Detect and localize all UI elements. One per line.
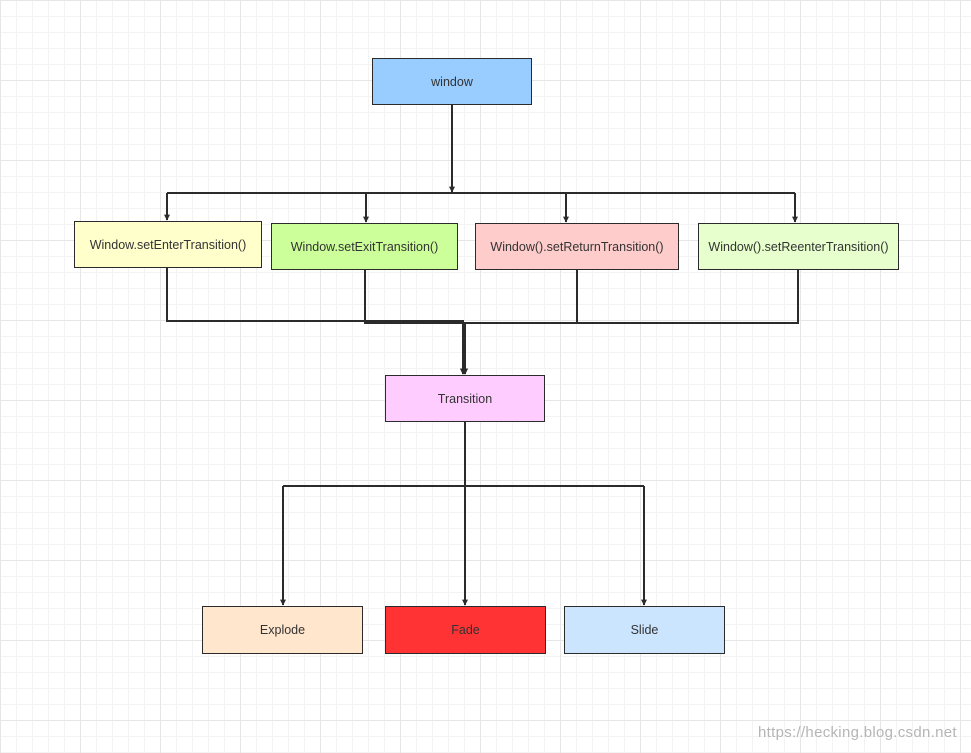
node-explode: Explode	[202, 606, 363, 654]
node-set-enter-transition: Window.setEnterTransition()	[74, 221, 262, 268]
node-window: window	[372, 58, 532, 105]
edge-exit-to-transition	[364, 270, 466, 375]
node-transition: Transition	[385, 375, 545, 422]
node-set-return-transition: Window().setReturnTransition()	[475, 223, 679, 270]
watermark: https://hecking.blog.csdn.net	[758, 724, 957, 741]
node-fade: Fade	[385, 606, 546, 654]
node-slide: Slide	[564, 606, 725, 654]
edge-reenter-to-transition	[462, 270, 799, 375]
node-set-exit-transition: Window.setExitTransition()	[271, 223, 458, 270]
node-set-reenter-transition: Window().setReenterTransition()	[698, 223, 899, 270]
edge-enter-to-transition	[166, 268, 466, 375]
